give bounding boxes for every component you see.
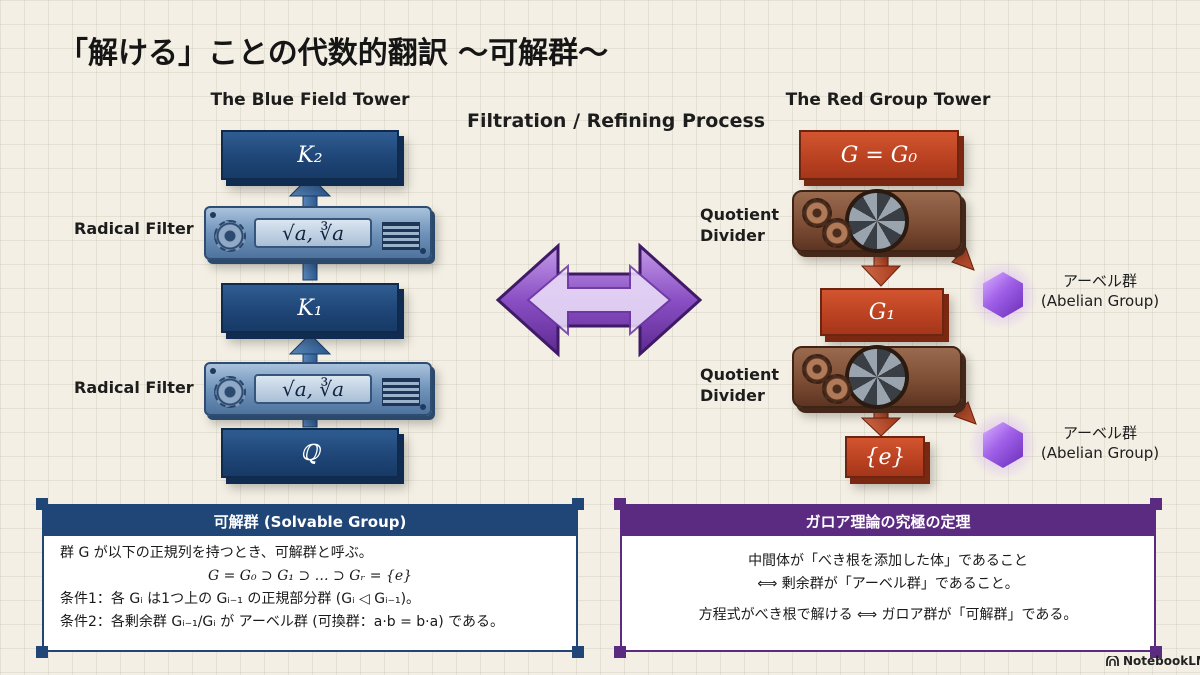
abelian-label-en: (Abelian Group) [1040, 292, 1160, 310]
vent-icon [382, 378, 420, 406]
blue-tower-title: The Blue Field Tower [210, 90, 410, 110]
cog-icon [822, 374, 852, 404]
red-down-arrow-icon [860, 247, 902, 287]
quotient-divider-label-line1: Quotient [700, 205, 780, 224]
field-block-q: ℚ [221, 428, 399, 478]
group-block-g1: G₁ [820, 288, 944, 336]
quotient-divider-upper [792, 189, 962, 253]
radical-filter-lower: √a, ∛a [204, 362, 432, 416]
group-block-identity: {e} [845, 436, 925, 478]
radical-filter-label: Radical Filter [74, 378, 194, 397]
abelian-label-en: (Abelian Group) [1040, 444, 1160, 462]
corner-decoration [1150, 498, 1162, 510]
page-title: 「解ける」ことの代数的翻訳 〜可解群〜 [58, 36, 609, 71]
logo-text: NotebookLM [1123, 654, 1200, 668]
corner-decoration [572, 646, 584, 658]
panel-body: 群 G が以下の正規列を持つとき、可解群と呼ぶ。 G = G₀ ⊃ G₁ ⊃ …… [44, 536, 576, 634]
gear-icon [214, 220, 246, 252]
notebooklm-logo-icon [1106, 655, 1119, 666]
filter-formula: √a, ∛a [254, 374, 372, 404]
quotient-divider-label-line2: Divider [700, 226, 765, 245]
double-arrow-icon [495, 242, 703, 358]
fan-icon [845, 189, 909, 253]
corner-decoration [614, 498, 626, 510]
bolt-icon [420, 404, 426, 410]
theorem-line-3: 方程式がべき根で解ける ⟺ ガロア群が「可解群」である。 [698, 607, 1078, 623]
crystal-icon [983, 422, 1023, 468]
red-down-arrow-icon [860, 407, 902, 437]
theorem-line-2: ⟺ 剰余群が「アーベル群」であること。 [757, 576, 1019, 592]
field-block-k2: K₂ [221, 130, 399, 180]
bolt-icon [210, 368, 216, 374]
condition-1: 条件1：各 Gᵢ は1つ上の Gᵢ₋₁ の正規部分群 (Gᵢ ◁ Gᵢ₋₁)。 [60, 591, 421, 607]
group-block-g0: G = G₀ [799, 130, 959, 180]
radical-filter-upper: √a, ∛a [204, 206, 432, 260]
panel-heading: 可解群 (Solvable Group) [44, 506, 576, 536]
field-block-k1: K₁ [221, 283, 399, 333]
crystal-icon [983, 272, 1023, 318]
bolt-icon [420, 248, 426, 254]
panel-heading: ガロア理論の究極の定理 [622, 506, 1154, 536]
normal-series-formula: G = G₀ ⊃ G₁ ⊃ … ⊃ Gᵣ = {e} [207, 568, 413, 584]
abelian-label-jp: アーベル群 [1062, 424, 1138, 442]
corner-decoration [36, 498, 48, 510]
definition-line: 群 G が以下の正規列を持つとき、可解群と呼ぶ。 [60, 545, 373, 561]
abelian-group-label: アーベル群 (Abelian Group) [1035, 271, 1165, 311]
gear-icon [214, 376, 246, 408]
cog-icon [822, 218, 852, 248]
solvable-group-panel: 可解群 (Solvable Group) 群 G が以下の正規列を持つとき、可解… [42, 504, 578, 652]
condition-2: 条件2：各剰余群 Gᵢ₋₁/Gᵢ が アーベル群 (可換群：a·b = b·a)… [60, 614, 504, 630]
center-process-title: Filtration / Refining Process [467, 110, 766, 132]
vent-icon [382, 222, 420, 250]
galois-theorem-panel: ガロア理論の究極の定理 中間体が「べき根を添加した体」であること ⟺ 剰余群が「… [620, 504, 1156, 652]
quotient-divider-lower [792, 345, 962, 409]
corner-decoration [614, 646, 626, 658]
panel-body: 中間体が「べき根を添加した体」であること ⟺ 剰余群が「アーベル群」であること。… [622, 536, 1154, 627]
abelian-label-jp: アーベル群 [1062, 272, 1138, 290]
fan-icon [845, 345, 909, 409]
theorem-line-1: 中間体が「べき根を添加した体」であること [748, 553, 1028, 569]
corner-decoration [572, 498, 584, 510]
bolt-icon [210, 212, 216, 218]
notebooklm-logo: NotebookLM [1106, 654, 1200, 668]
corner-decoration [1150, 646, 1162, 658]
abelian-group-label: アーベル群 (Abelian Group) [1035, 423, 1165, 463]
filter-formula: √a, ∛a [254, 218, 372, 248]
corner-decoration [36, 646, 48, 658]
quotient-divider-label: Quotient Divider [700, 364, 779, 406]
quotient-divider-label: Quotient Divider [700, 204, 779, 246]
quotient-divider-label-line2: Divider [700, 386, 765, 405]
quotient-divider-label-line1: Quotient [700, 365, 780, 384]
red-tower-title: The Red Group Tower [785, 90, 991, 110]
radical-filter-label: Radical Filter [74, 219, 194, 238]
